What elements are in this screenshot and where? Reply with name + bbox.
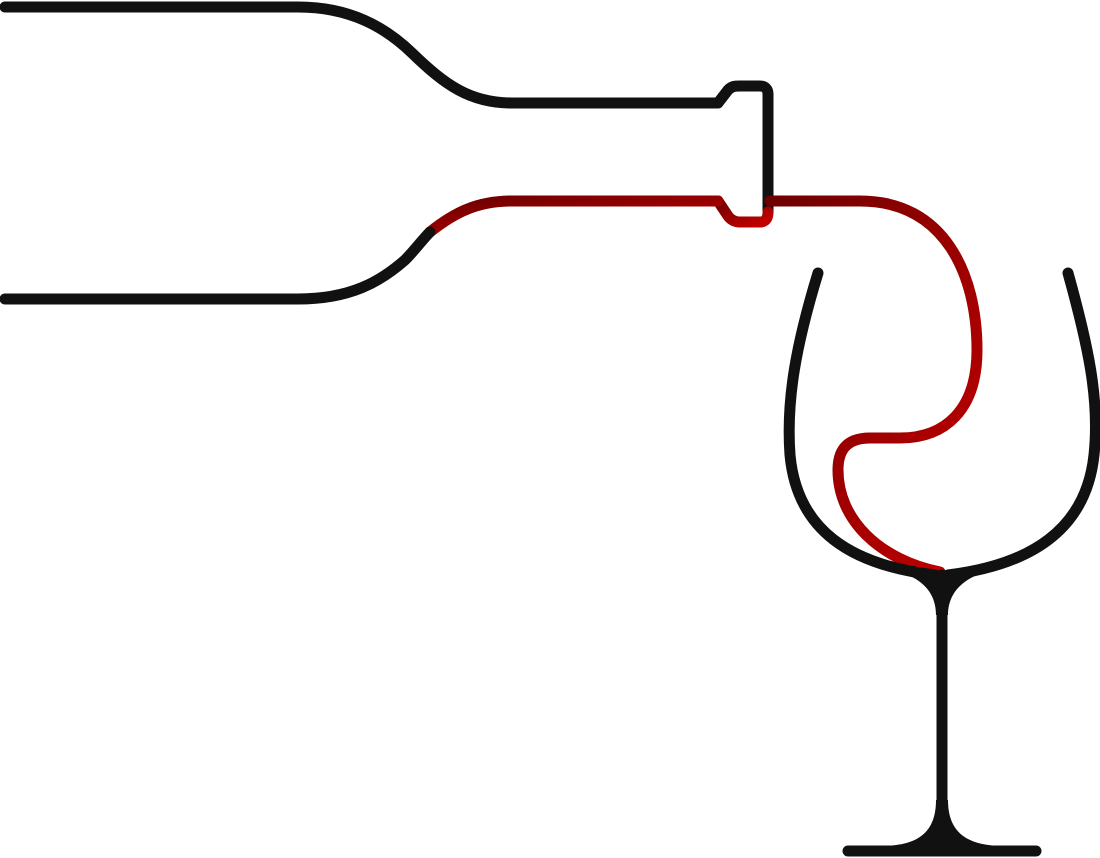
- wine-stream-icon: [764, 195, 983, 578]
- bottle-shoulder-wine-edge: [424, 195, 724, 238]
- bottle-icon: [0, 1, 774, 305]
- glass-bowl-right: [942, 267, 1100, 581]
- wine-glass-icon: [783, 267, 1100, 857]
- wine-stream: [764, 195, 983, 578]
- glass-bowl-left: [783, 267, 941, 581]
- bottle-top-edge: [0, 1, 774, 218]
- bottle-bottom-edge: [0, 226, 436, 305]
- bottle-neck-wine-edge: [712, 195, 774, 228]
- glass-foot-joint: [880, 800, 1005, 846]
- glass-stem-top: [900, 572, 985, 615]
